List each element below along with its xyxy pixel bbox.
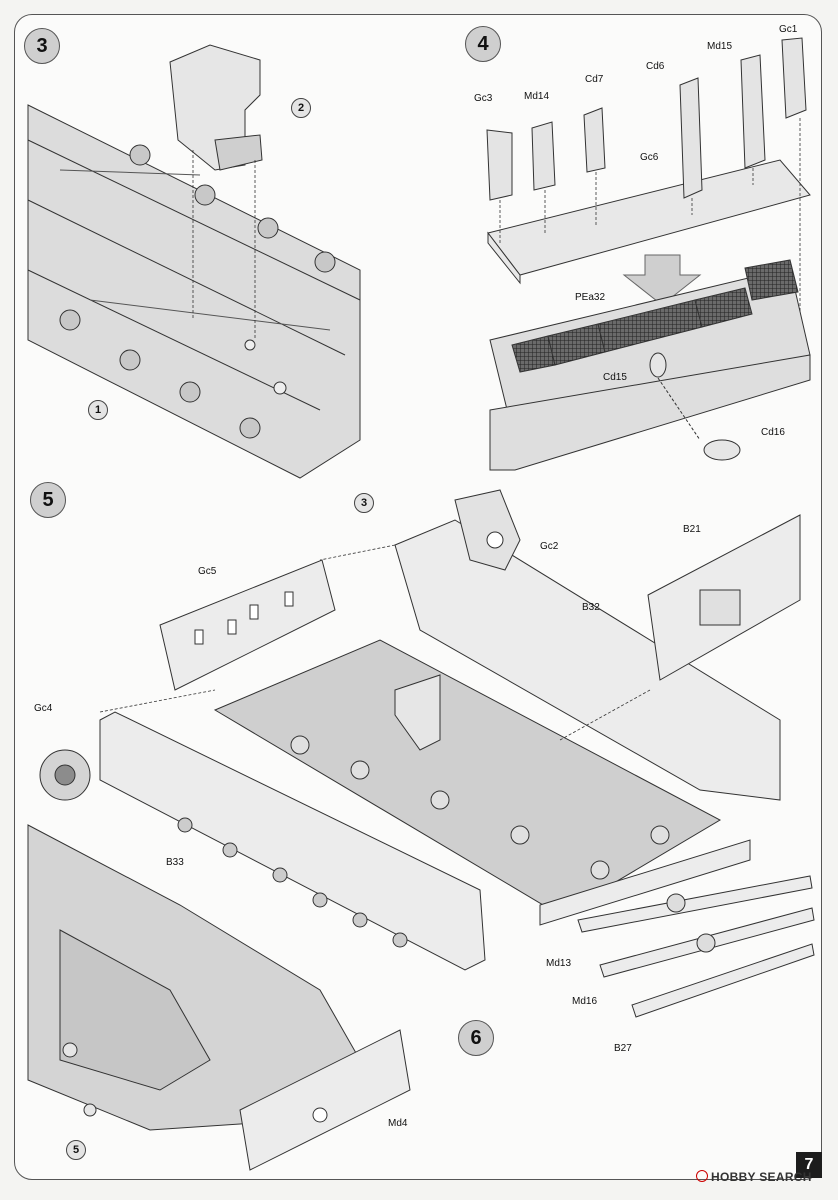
label-gc4: Gc4	[34, 703, 53, 714]
label-cd6: Cd6	[646, 61, 665, 72]
callout-1: 1	[88, 400, 108, 420]
step5-plate-md4	[239, 1029, 411, 1171]
watermark: HOBBY SEARCH	[696, 1170, 812, 1184]
label-b32: B32	[582, 602, 600, 613]
step4-brackets	[486, 37, 807, 201]
label-md13: Md13	[546, 958, 572, 969]
callout-2: 2	[291, 98, 311, 118]
page-number: 7	[796, 1152, 822, 1178]
step4-small-parts	[649, 352, 741, 461]
step3-part-2	[169, 44, 263, 171]
step-3-number: 3	[24, 28, 60, 64]
step5-right-sidewall	[394, 489, 781, 801]
label-md16: Md16	[572, 996, 598, 1007]
step4-bottom-assembly	[489, 259, 811, 471]
step-6-number: 6	[458, 1020, 494, 1056]
step4-top-plate	[487, 159, 811, 285]
label-gc3: Gc3	[474, 93, 493, 104]
watermark-logo-icon	[696, 1170, 708, 1182]
callout-5: 5	[66, 1140, 86, 1160]
label-pea32: PEa32	[575, 292, 606, 303]
label-gc2: Gc2	[540, 541, 559, 552]
label-cd7: Cd7	[585, 74, 604, 85]
step5-icons	[666, 893, 716, 953]
step5-left-sidewall	[39, 711, 486, 971]
label-md15: Md15	[707, 41, 733, 52]
step4-arrow	[622, 254, 702, 306]
label-cd15: Cd15	[603, 372, 627, 383]
step5-lower-hull	[27, 824, 361, 1131]
step5-side-panel-gc5	[159, 559, 336, 691]
label-b27: B27	[614, 1043, 632, 1054]
step5-hull-floor	[213, 639, 722, 916]
step5-rear-plate-b21	[647, 514, 801, 681]
label-cd16: Cd16	[761, 427, 785, 438]
step-4-number: 4	[465, 26, 501, 62]
label-gc5: Gc5	[198, 566, 217, 577]
step-5-number: 5	[30, 482, 66, 518]
watermark-text: HOBBY SEARCH	[711, 1170, 812, 1184]
label-b33: B33	[166, 857, 184, 868]
callout-3: 3	[354, 493, 374, 513]
label-md14: Md14	[524, 91, 550, 102]
step3-hull-floor	[27, 104, 361, 479]
label-gc6: Gc6	[640, 152, 659, 163]
label-b21: B21	[683, 524, 701, 535]
label-md4: Md4	[388, 1118, 408, 1129]
label-gc1: Gc1	[779, 24, 798, 35]
